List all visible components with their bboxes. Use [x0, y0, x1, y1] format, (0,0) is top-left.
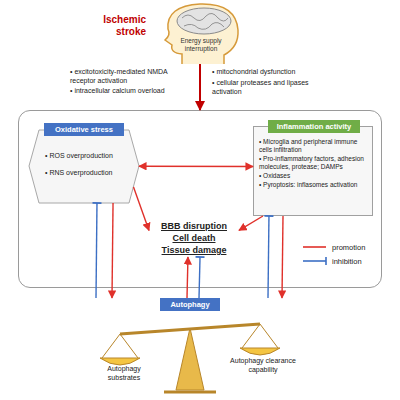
balance-label: Autophagy substrates: [93, 364, 155, 382]
legend-row: promotion: [302, 240, 382, 254]
outcome-box: BBB disruptionCell deathTissue damage: [149, 219, 239, 257]
bullet-text: • RNS overproduction: [45, 168, 131, 177]
balance-base: [164, 391, 216, 394]
outcome-text: BBB disruption: [149, 220, 239, 232]
balance-pan: [240, 348, 280, 355]
bullet-text: • Oxidases: [259, 172, 368, 180]
legend-sample: [302, 242, 328, 252]
connector: [186, 257, 188, 298]
connector: [199, 257, 200, 298]
bullet-text: • ROS overproduction: [45, 151, 131, 160]
outcome-text: Cell death: [149, 232, 239, 244]
inhibition-bar: [196, 256, 205, 258]
head-silhouette: [165, 4, 238, 64]
connector: [95, 203, 97, 298]
connector: [267, 216, 269, 298]
outcome-text: Tissue damage: [149, 244, 239, 256]
legend-row: inhibition: [302, 254, 382, 268]
oxidative-stress-box: Oxidative stress • ROS overproduction • RN…: [29, 123, 139, 203]
box-header: Autophagy: [160, 298, 220, 311]
bullet-text: • Pro-inflammatory factors, adhesion mol…: [259, 155, 368, 171]
balance-pan: [100, 358, 140, 365]
trigger-title: Ischemic stroke: [90, 14, 146, 38]
legend-line: [303, 246, 326, 248]
balance-beam: [120, 324, 260, 334]
connector: [112, 203, 113, 298]
box-header: Inflammation activity: [268, 120, 360, 133]
mechanism-frame: Oxidative stress • ROS overproduction • RN…: [18, 110, 382, 288]
legend-tbar: [325, 257, 327, 265]
head-illustration: Ischemic strokeEnergy supply interruptio…: [152, 2, 248, 64]
mechanism-bullet: • excitotoxicity-mediated NMDA receptor …: [70, 67, 188, 85]
legend-text: promotion: [332, 243, 365, 252]
balance-outline: [90, 298, 290, 396]
head-outline: [152, 2, 248, 64]
hexagon-outline: [29, 130, 139, 203]
balance-label: Autophagy clearance capability: [228, 356, 298, 374]
connector: [282, 216, 283, 298]
brain-folds: [182, 13, 228, 29]
mechanism-bullet: • intracellular calcium overload: [70, 86, 188, 95]
legend-text: inhibition: [332, 257, 362, 266]
head-caption: Energy supply interruption: [176, 37, 226, 53]
balance-stand: [176, 328, 204, 390]
bullet-text: • Pyroptosis: inflasomes activation: [259, 181, 368, 189]
connector: [239, 216, 263, 230]
legend: promotion inhibition: [302, 240, 382, 268]
legend-line: [303, 260, 326, 262]
mechanism-bullet: • cellular proteases and lipases activat…: [212, 78, 337, 96]
bullet-text: • Microglia and peripheral immune cells …: [259, 138, 368, 154]
legend-sample: [302, 256, 328, 266]
autophagy-balance: Autophagy: [90, 298, 290, 396]
connector: [134, 187, 150, 230]
box-header: Oxidative stress: [44, 123, 124, 136]
mechanism-bullet: • mitochondrial dysfunction: [212, 67, 337, 76]
brain-shape: [177, 8, 231, 34]
connector: [139, 165, 253, 167]
inflammation-box: Inflammation activity• Microglia and per…: [253, 126, 373, 216]
connector: [199, 64, 201, 110]
